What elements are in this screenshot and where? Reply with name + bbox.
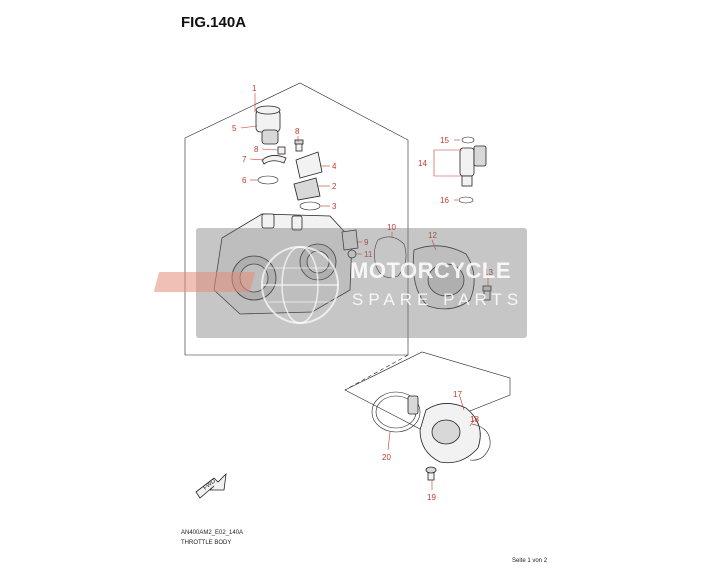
callout-3: 3 — [332, 202, 337, 211]
footer-page-indicator: Seite 1 von 2 — [512, 558, 548, 564]
lower-assembly-boundary — [344, 351, 511, 431]
callout-18: 18 — [470, 415, 479, 424]
callout-12: 12 — [428, 231, 437, 240]
callout-16: 16 — [440, 196, 449, 205]
assembly-boundary — [184, 82, 409, 356]
callout-19: 19 — [427, 493, 436, 502]
callout-13: 13 — [484, 268, 493, 277]
callout-10: 10 — [387, 223, 396, 232]
callout-5: 5 — [232, 124, 237, 133]
callout-17: 17 — [453, 390, 462, 399]
callout-1: 1 — [252, 84, 257, 93]
part-throttle-sensor — [255, 105, 281, 145]
callout-20: 20 — [382, 453, 391, 462]
part-clamp — [261, 155, 287, 165]
part-bolt-13 — [482, 285, 492, 301]
callout-8-left: 8 — [254, 145, 259, 154]
callout-2: 2 — [332, 182, 337, 191]
part-screw-19 — [425, 466, 437, 481]
part-gasket — [374, 236, 407, 278]
part-lower-duct — [419, 403, 491, 464]
callout-14: 14 — [418, 159, 427, 168]
callout-8-top: 8 — [295, 127, 300, 136]
part-seal-ring-20 — [371, 391, 421, 433]
part-o-ring-16 — [458, 196, 474, 204]
part-screw-upper — [294, 139, 304, 152]
callout-7: 7 — [242, 155, 247, 164]
footer-figure-name: THROTTLE BODY — [181, 540, 232, 546]
part-plate — [341, 229, 359, 251]
watermark-text-line2: SPARE PARTS — [352, 290, 524, 309]
callout-4: 4 — [332, 162, 337, 171]
part-holder — [293, 177, 321, 201]
footer-figure-code: AN400AM2_E02_140A — [181, 530, 244, 536]
callout-15: 15 — [440, 136, 449, 145]
watermark-text-line1: MOTORCYCLE — [350, 258, 512, 283]
figure-title: FIG.140A — [181, 14, 247, 31]
callout-9: 9 — [364, 238, 369, 247]
part-injector — [459, 145, 487, 187]
part-o-ring-15 — [461, 136, 475, 144]
dashed-guide-line — [344, 354, 409, 391]
part-bracket — [295, 151, 323, 179]
part-intake-duct — [412, 245, 475, 310]
callout-leaders — [240, 93, 489, 490]
callout-11: 11 — [364, 250, 373, 259]
part-screw-left — [277, 146, 286, 155]
callout-6: 6 — [242, 176, 247, 185]
